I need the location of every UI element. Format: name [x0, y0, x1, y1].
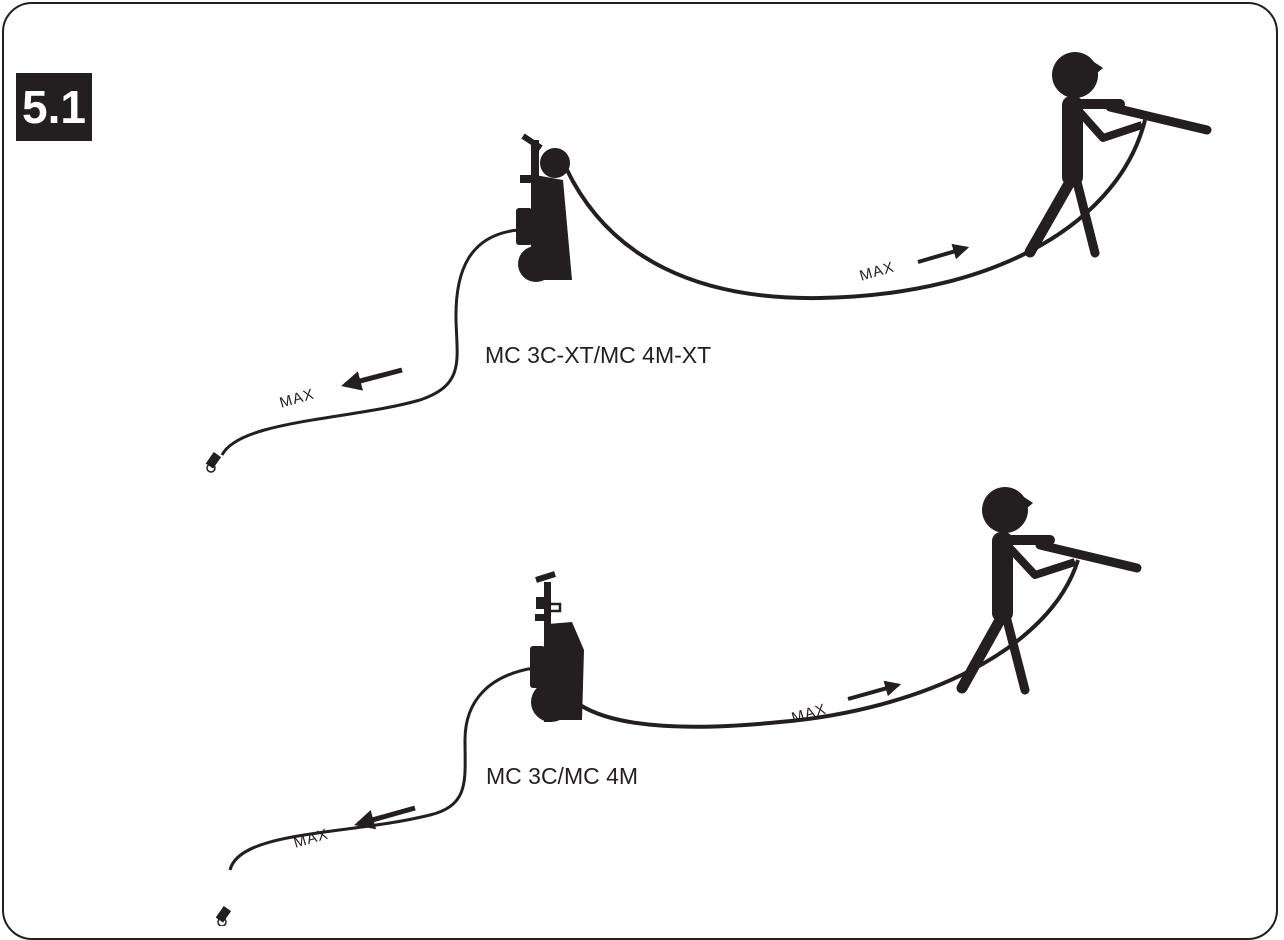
scene-bottom — [215, 487, 1142, 926]
figure-number-badge: 5.1 — [16, 73, 92, 141]
plug-icon — [215, 905, 232, 926]
pressure-hose-bottom — [578, 559, 1080, 729]
cable-max-arrow-bottom — [354, 805, 416, 830]
hose-max-arrow-top — [917, 243, 970, 264]
model-label-top: MC 3C-XT/MC 4M-XT — [485, 342, 712, 368]
model-label-bottom: MC 3C/MC 4M — [486, 763, 639, 789]
plug-icon — [205, 451, 222, 473]
cable-max-arrow-top — [341, 367, 403, 391]
power-cable-top — [220, 228, 519, 456]
operator-figure-top — [1024, 52, 1212, 258]
power-cable-bottom — [228, 666, 535, 871]
hose-max-arrow-bottom — [847, 680, 902, 701]
operator-figure-bottom — [956, 487, 1142, 695]
pressure-hose-top — [564, 119, 1147, 301]
scene-top — [205, 52, 1212, 473]
pressure-washer-xt — [516, 133, 572, 282]
pressure-washer-standard — [530, 571, 584, 722]
